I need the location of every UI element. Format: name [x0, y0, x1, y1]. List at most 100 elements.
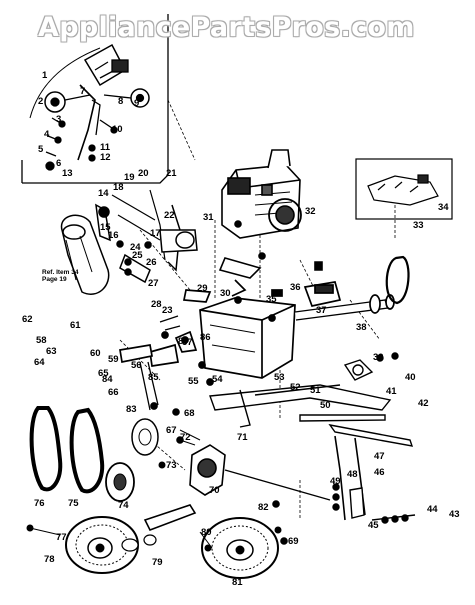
transmission [143, 408, 331, 545]
part-label-48: 48 [347, 469, 358, 480]
part-label-25: 25 [132, 250, 143, 261]
part-label-11: 11 [100, 142, 111, 153]
part-label-46: 46 [374, 467, 385, 478]
part-label-60: 60 [90, 348, 101, 359]
part-label-38: 38 [356, 322, 367, 333]
part-label-44: 44 [427, 504, 438, 515]
part-label-4: 4 [44, 129, 50, 140]
part-label-71: 71 [237, 432, 248, 443]
part-label-12: 12 [100, 152, 111, 163]
part-label-67: 67 [166, 425, 177, 436]
part-label-21: 21 [166, 168, 177, 179]
part-label-36: 36 [290, 282, 301, 293]
part-label-32: 32 [305, 206, 316, 217]
part-label-40: 40 [405, 372, 416, 383]
part-label-75: 75 [68, 498, 79, 509]
part-label-61: 61 [70, 320, 81, 331]
part-label-24: 24 [130, 242, 141, 253]
part-label-22: 22 [164, 210, 175, 221]
part-label-63: 63 [46, 346, 57, 357]
part-label-87: 87 [178, 336, 189, 347]
part-label-80: 80 [201, 527, 212, 538]
control-linkage [209, 352, 416, 524]
part-label-7: 7 [80, 86, 85, 97]
belts-and-pulleys [29, 406, 166, 502]
part-label-27: 27 [148, 278, 159, 289]
part-label-55: 55 [188, 376, 199, 387]
part-label-62: 62 [22, 314, 33, 325]
part-label-37: 37 [316, 305, 327, 316]
part-label-18: 18 [113, 182, 124, 193]
part-label-52: 52 [290, 382, 301, 393]
part-label-3: 3 [56, 114, 61, 125]
leader-lines [119, 99, 396, 520]
part-label-69: 69 [288, 536, 299, 547]
part-label-9: 9 [134, 98, 139, 109]
part-label-49: 49 [330, 476, 341, 487]
part-label-13: 13 [62, 168, 73, 179]
part-label-42: 42 [418, 398, 429, 409]
part-label-82: 82 [258, 502, 269, 513]
part-label-54: 54 [212, 374, 223, 385]
part-label-50: 50 [320, 400, 331, 411]
chute-housing [60, 189, 198, 295]
part-label-72: 72 [180, 432, 191, 443]
engine-assembly [218, 149, 323, 279]
wheels [26, 516, 282, 579]
part-label-53: 53 [274, 372, 285, 383]
inset-detail [21, 14, 169, 184]
part-label-15: 15 [100, 222, 111, 233]
part-label-30: 30 [220, 288, 231, 299]
part-label-79: 79 [152, 557, 163, 568]
part-label-17: 17 [150, 228, 161, 239]
part-label-68: 68 [184, 408, 195, 419]
inset-part-34 [355, 158, 453, 220]
part-label-39: 39 [373, 352, 384, 363]
part-label-31: 31 [203, 212, 214, 223]
part-label-10: 10 [112, 124, 123, 135]
part-label-66: 66 [108, 387, 119, 398]
main-frame [119, 255, 410, 411]
part-label-26: 26 [146, 257, 157, 268]
part-label-1: 1 [42, 70, 48, 81]
part-label-64: 64 [34, 357, 45, 368]
part-label-73: 73 [166, 460, 177, 471]
part-label-2: 2 [38, 96, 43, 107]
part-label-28: 28 [151, 299, 162, 310]
part-label-45: 45 [368, 520, 379, 531]
part-label-65: 65 [98, 368, 109, 379]
part-label-35: 35 [266, 294, 277, 305]
part-label-76: 76 [34, 498, 45, 509]
part-label-83: 83 [126, 404, 137, 415]
part-label-57: 57 [182, 337, 193, 348]
part-label-74: 74 [118, 500, 129, 511]
part-label-14: 14 [98, 188, 109, 199]
part-label-70: 70 [209, 485, 220, 496]
part-label-23: 23 [162, 305, 173, 316]
part-label-59: 59 [108, 354, 119, 365]
part-label-19: 19 [124, 172, 135, 183]
part-label-20: 20 [138, 168, 149, 179]
part-label-43: 43 [449, 509, 460, 520]
part-label-29: 29 [197, 283, 208, 294]
part-label-47: 47 [374, 451, 385, 462]
part-label-16: 16 [108, 230, 119, 241]
part-label-6: 6 [56, 158, 61, 169]
part-label-33: 33 [413, 220, 424, 231]
part-label-5: 5 [38, 144, 44, 155]
part-label-81: 81 [232, 577, 243, 588]
part-label-34: 34 [438, 202, 449, 213]
ref-note-line1: Ref. Item 34 [42, 269, 79, 276]
part-label-84: 84 [102, 374, 113, 385]
part-label-56: 56 [131, 360, 142, 371]
part-label-77: 77 [56, 532, 67, 543]
part-label-51: 51 [310, 385, 321, 396]
part-label-8: 8 [118, 96, 123, 107]
ref-note-line2: Page 19 [42, 276, 67, 283]
part-label-41: 41 [386, 386, 397, 397]
part-label-78: 78 [44, 554, 55, 565]
part-label-86: 86 [200, 332, 211, 343]
